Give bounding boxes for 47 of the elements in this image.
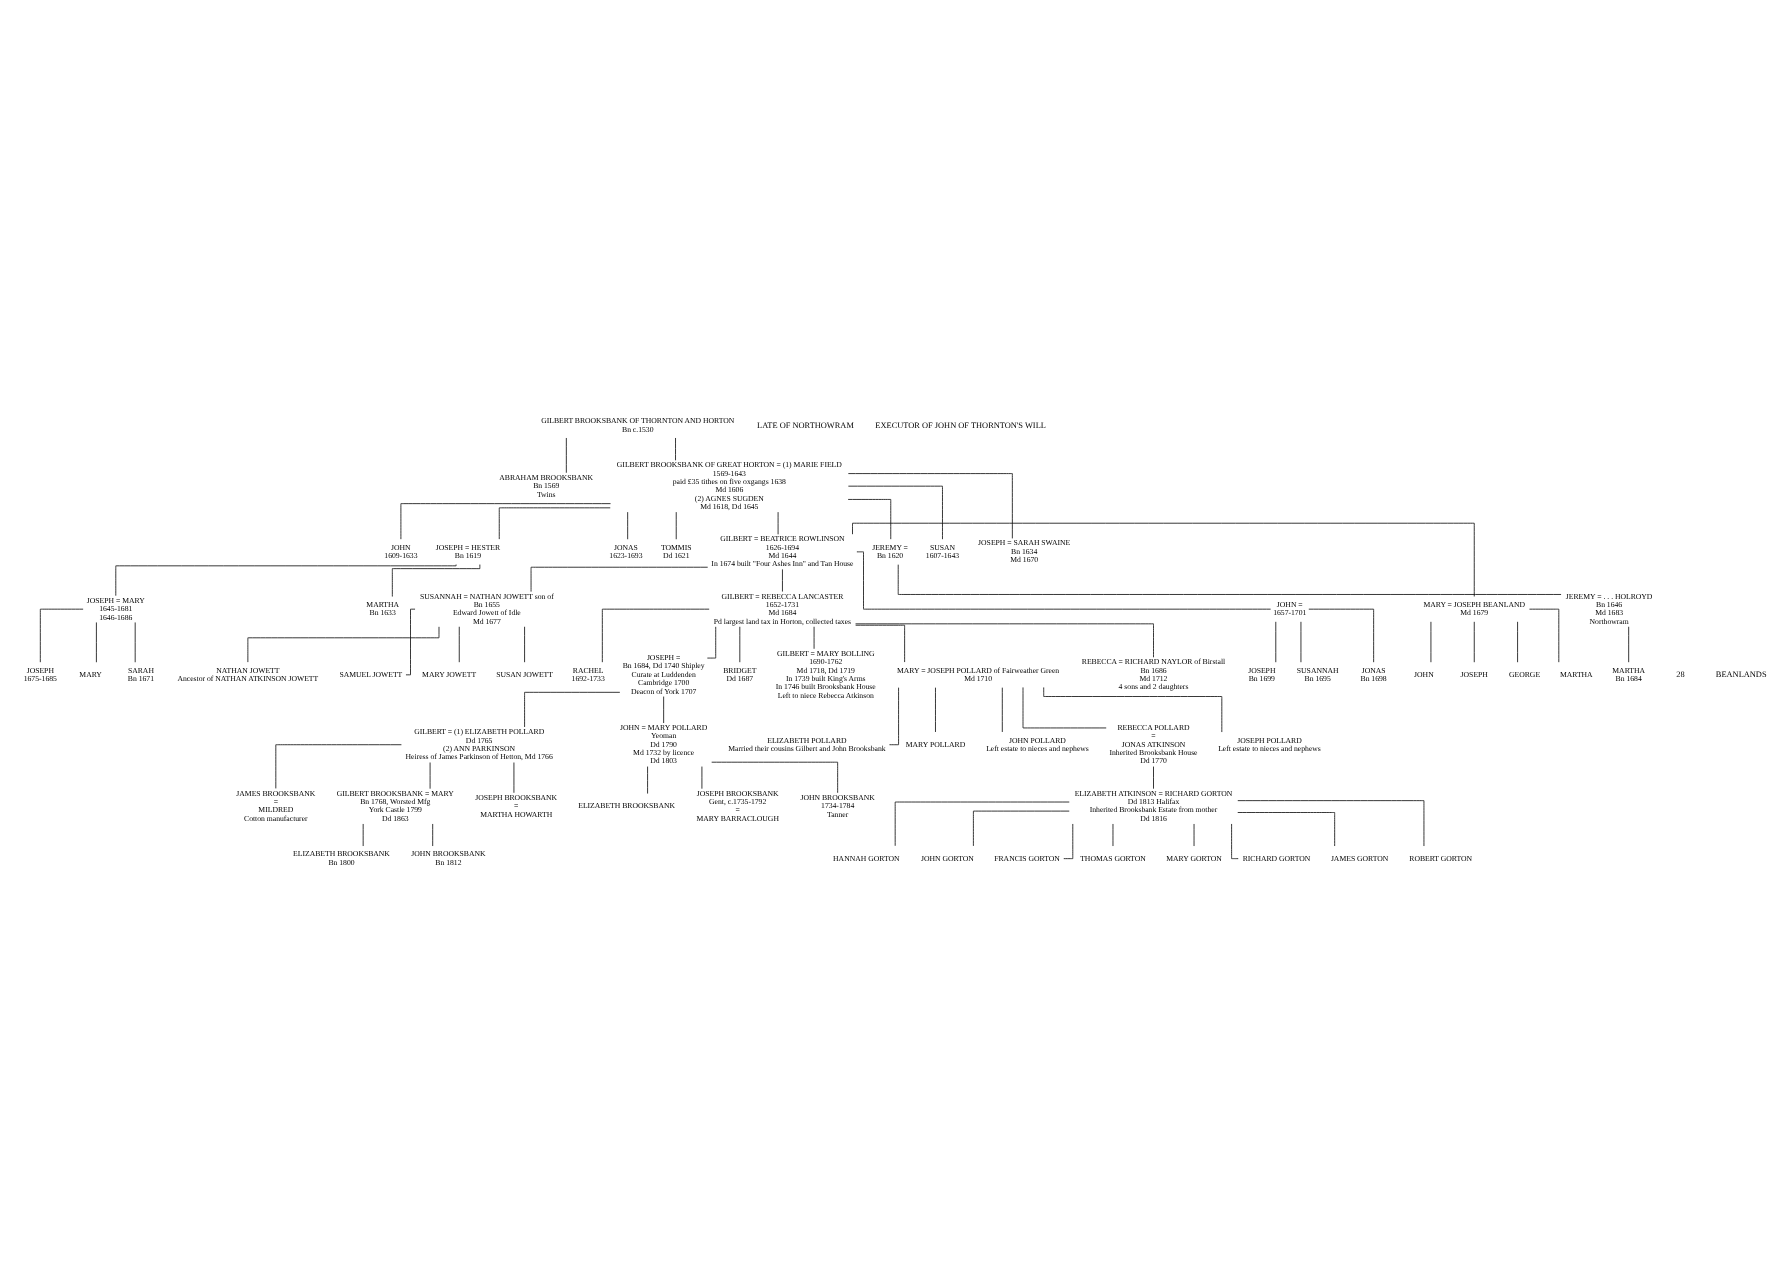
connector [675,437,676,461]
connector [601,608,710,663]
connector [782,568,783,592]
connector [663,696,665,724]
connector [855,623,1154,658]
connector [1517,621,1518,663]
connector [391,564,481,597]
connector [1473,621,1475,663]
connector [935,687,936,733]
connector [894,801,1070,847]
connector [1231,823,1239,860]
connector [247,626,440,663]
connector [432,823,434,847]
connector [524,691,621,728]
connector [1043,687,1223,733]
connector [1529,608,1560,663]
connector [706,626,717,659]
connector [847,473,1013,539]
connector [115,564,457,597]
connector [847,485,943,540]
connector [1063,823,1074,860]
connector [647,766,648,794]
connector [1153,766,1154,790]
connector [1022,687,1107,729]
connector [400,503,611,540]
connector [855,624,906,663]
connector [1001,687,1003,733]
connector [1308,608,1375,663]
connector [405,608,416,676]
connector [1237,812,1336,847]
connector [847,499,892,540]
connector [856,551,1272,610]
connector [711,761,839,794]
connector [897,564,1562,595]
connector [524,626,525,663]
connector [1237,800,1425,847]
connector [39,608,84,663]
connector [627,511,629,540]
connector [96,622,97,663]
connector [458,626,460,663]
connector [565,437,567,474]
connector [852,522,1475,597]
connector [1628,626,1630,663]
connector [275,744,402,789]
connector [972,810,1070,847]
connector [498,507,611,540]
connector [530,566,709,593]
